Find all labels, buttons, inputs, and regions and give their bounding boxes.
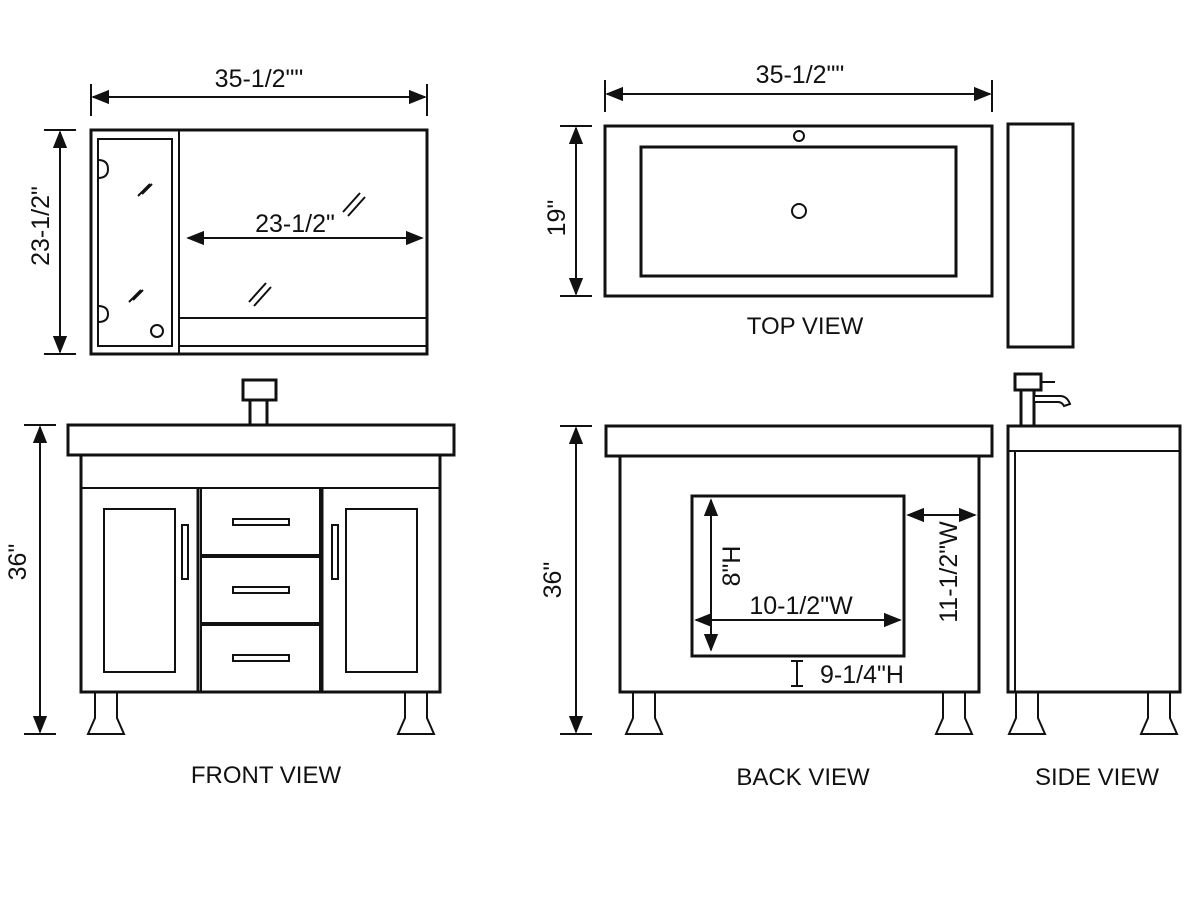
drawer-handle: [232, 518, 290, 526]
side-cabinet-body: [1006, 424, 1182, 694]
side-faucet-stem: [1019, 386, 1036, 428]
drawer-top: [200, 487, 321, 556]
opening-height-label: 8"H: [718, 546, 746, 587]
left-door-panel: [103, 508, 176, 673]
top-view-caption: TOP VIEW: [747, 313, 864, 340]
mirror-height-label: 23-1/2": [27, 186, 55, 266]
back-view: 8"H 10-1/2"W 11-1/2"W 9-1/4"H 36" BACK V…: [539, 424, 994, 791]
mirror-reflection-mark: [248, 282, 272, 307]
sink-basin: [639, 145, 958, 278]
drain-hole: [791, 203, 807, 219]
faucet-hole: [793, 130, 805, 142]
front-height-label: 36": [4, 544, 32, 581]
mirror-inner-width-label: 23-1/2": [255, 210, 335, 238]
top-view: 35-1/2"" 19" TOP VIEW: [543, 61, 1075, 349]
bottom-offset-label: 9-1/4"H: [820, 661, 904, 689]
side-view-caption: SIDE VIEW: [1035, 764, 1159, 791]
cabinet-leg: [934, 691, 974, 735]
back-countertop: [604, 424, 994, 458]
mirror-cabinet-view: 35-1/2"" 23-1/2" 23-1/2": [27, 65, 429, 356]
drawer-handle: [232, 654, 290, 662]
right-door-handle: [331, 524, 339, 580]
mirror-reflection-mark: [342, 192, 366, 217]
back-height-label: 36": [539, 562, 567, 599]
door-hinge-bottom: [97, 305, 110, 323]
drawer-middle: [200, 556, 321, 624]
opening-width-label: 10-1/2"W: [749, 592, 853, 620]
door-knob: [150, 324, 164, 338]
top-width-label: 35-1/2"": [756, 61, 845, 89]
side-offset-label: 11-1/2"W: [935, 521, 963, 623]
glass-reflection-mark: [128, 289, 144, 303]
cabinet-leg: [1139, 691, 1179, 735]
cabinet-body: [79, 453, 442, 694]
drawer-bottom: [200, 624, 321, 693]
countertop: [66, 423, 456, 457]
countertop-side-profile: [1006, 122, 1075, 349]
side-faucet-handle: [1013, 372, 1043, 392]
glass-reflection-mark: [137, 183, 153, 197]
mirror-width-label: 35-1/2"": [215, 65, 304, 93]
cabinet-leg: [86, 691, 126, 735]
back-view-caption: BACK VIEW: [736, 764, 870, 791]
cabinet-leg: [1007, 691, 1047, 735]
cabinet-leg: [624, 691, 664, 735]
back-opening: [690, 494, 906, 658]
mirror-cabinet-frame: [89, 128, 429, 356]
left-door-handle: [181, 524, 189, 580]
mirror-side-door: [97, 138, 173, 347]
cabinet-leg: [396, 691, 436, 735]
door-hinge-top: [97, 159, 110, 179]
faucet-handle: [241, 378, 278, 402]
right-door-panel: [345, 508, 418, 673]
side-view: SIDE VIEW: [1006, 372, 1182, 791]
drawer-handle: [232, 586, 290, 594]
front-view: 36" FRONT VIEW: [4, 378, 456, 789]
top-depth-label: 19": [543, 200, 571, 237]
side-faucet-spout: [1033, 395, 1072, 408]
front-view-caption: FRONT VIEW: [191, 762, 342, 789]
